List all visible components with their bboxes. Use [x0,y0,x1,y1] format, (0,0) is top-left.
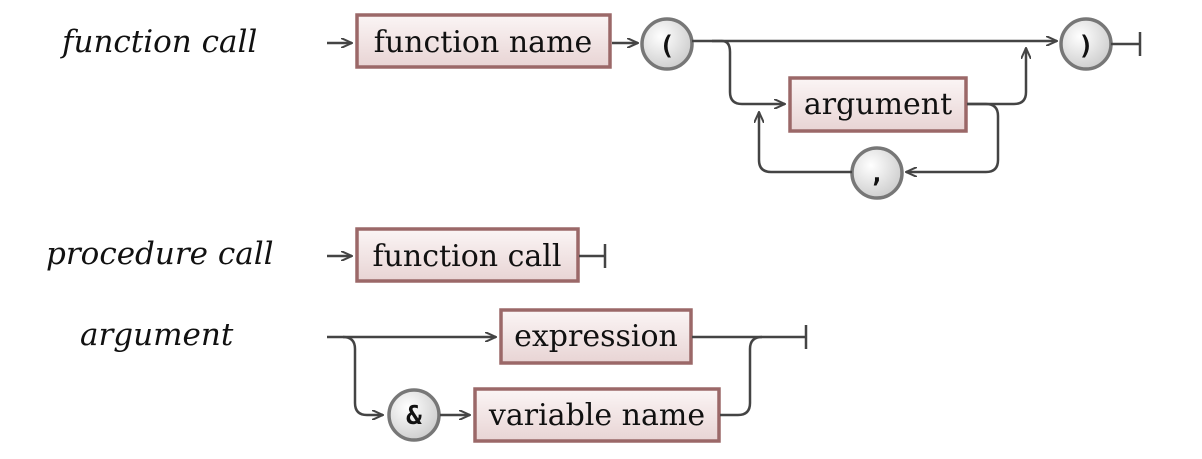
ampersand-terminal[interactable] [387,388,441,442]
argument-return-path [967,48,1026,106]
close-paren-label: ) [1078,31,1094,61]
rule-label-function-call: function call [60,24,257,60]
comma-label: , [869,159,885,189]
function-call-box[interactable] [355,227,580,283]
ampersand-label: & [406,401,422,431]
ampersand-branch-path [342,335,383,415]
expression-box[interactable] [499,308,693,365]
rule-label-procedure-call: procedure call [46,236,274,272]
expression-label: expression [514,319,678,354]
comma-return-path [759,112,852,174]
rule-argument: argument expression & variable name [80,308,808,443]
variable-name-box[interactable] [473,387,721,443]
open-paren-terminal[interactable] [640,17,694,71]
argument-box[interactable] [788,76,968,133]
argument-label: argument [804,87,952,122]
argument-branch-path [712,39,785,104]
rule-function-call: function call function name ( argument ,… [60,13,1142,200]
variable-return-path [720,335,763,417]
open-paren-label: ( [659,31,675,61]
function-name-label: function name [374,25,593,60]
rule-procedure-call: procedure call function call [46,227,607,283]
function-call-label: function call [373,239,562,274]
rule-label-argument: argument [80,317,234,353]
comma-loop-path [906,102,1000,172]
function-name-box[interactable] [355,13,612,69]
variable-name-label: variable name [488,398,705,433]
